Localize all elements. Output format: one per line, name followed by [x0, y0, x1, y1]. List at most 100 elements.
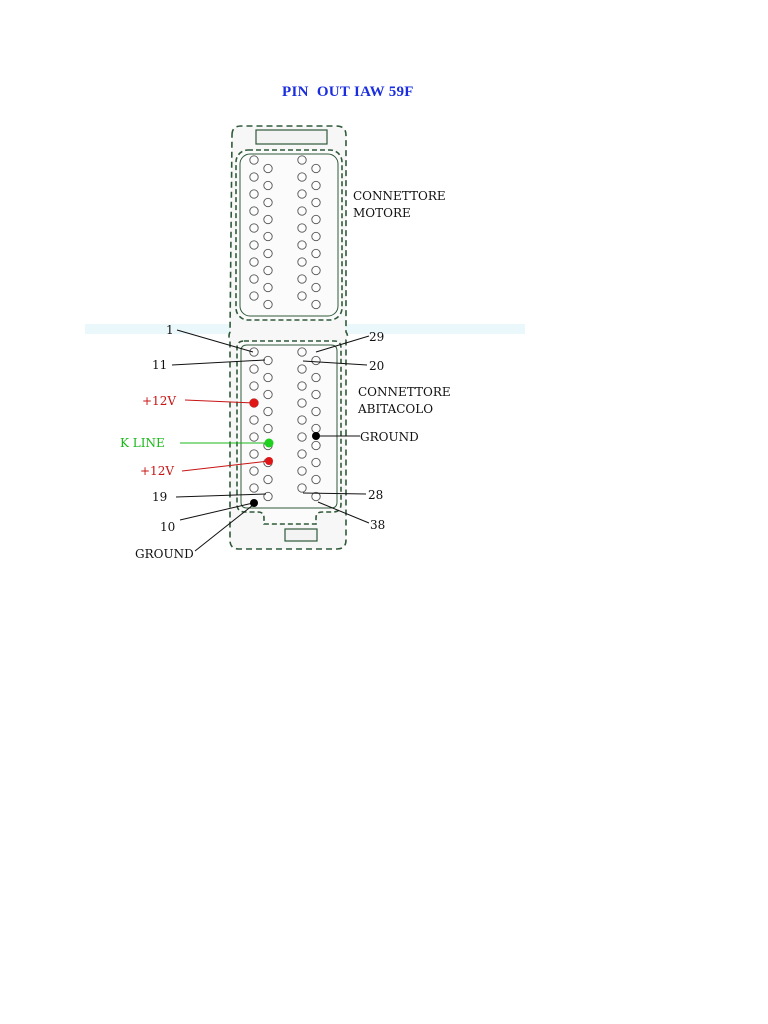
motore-right-pin-a-7 — [297, 274, 307, 284]
motore-right-pin-a-1 — [297, 172, 307, 182]
leader-12v-b — [181, 460, 270, 472]
abitacolo-left-pin-a-8 — [249, 483, 259, 493]
motore-connector-frame — [235, 149, 343, 321]
motore-left-pin-b-5 — [263, 248, 273, 259]
pin-label-1: 1 — [166, 323, 174, 337]
abitacolo-right-pin-b-0 — [311, 355, 321, 366]
motore-left-pin-a-2 — [249, 189, 259, 199]
motore-right-pin-b-5 — [311, 248, 321, 259]
motore-right-pin-a-6 — [297, 257, 307, 267]
signal-label-ground-left: GROUND — [135, 547, 194, 561]
abitacolo-right-pin-b-6 — [311, 457, 321, 468]
motore-right-pin-a-5 — [297, 240, 307, 250]
motore-left-pin-b-1 — [263, 180, 273, 191]
abitacolo-left-pin-b-1 — [263, 372, 273, 383]
motore-right-pin-b-0 — [311, 163, 321, 174]
abitacolo-right-pin-a-2 — [297, 381, 307, 391]
abitacolo-right-pin-b-5 — [311, 440, 321, 451]
abitacolo-right-pin-a-6 — [297, 449, 307, 459]
pin-label-29: 29 — [369, 330, 384, 344]
motore-right-pin-b-3 — [311, 214, 321, 225]
abitacolo-left-pin-b-2 — [263, 389, 273, 400]
motore-left-pin-a-3 — [249, 206, 259, 216]
leader-pin-28 — [302, 492, 367, 495]
abitacolo-left-pin-a-7 — [249, 466, 259, 476]
abitacolo-left-pin-b-0 — [263, 355, 273, 366]
pin-ground-left-dot — [250, 499, 258, 507]
signal-label-kline: K LINE — [120, 436, 165, 450]
abitacolo-right-pin-a-0 — [297, 347, 307, 357]
leader-ground-left — [194, 504, 254, 552]
leader-pin-19 — [175, 493, 267, 498]
pin-label-28: 28 — [368, 488, 383, 502]
pin-array — [249, 155, 321, 502]
abitacolo-right-pin-a-7 — [297, 466, 307, 476]
abitacolo-left-pin-b-7 — [263, 474, 273, 485]
connector-motore-label-line2: MOTORE — [353, 206, 411, 220]
abitacolo-right-pin-a-5 — [297, 432, 307, 442]
pin-12v-a-dot — [249, 398, 259, 408]
pin-kline-dot — [264, 438, 274, 448]
connector-abitacolo-label-line2: ABITACOLO — [357, 402, 433, 416]
motore-left-pin-a-5 — [249, 240, 259, 250]
pin-label-10: 10 — [160, 520, 175, 534]
motore-left-pin-b-0 — [263, 163, 273, 174]
leader-pin-1 — [176, 329, 254, 353]
connector-motore-label-line1: CONNETTORE — [353, 189, 446, 203]
motore-right-pin-a-4 — [297, 223, 307, 233]
motore-right-pin-b-4 — [311, 231, 321, 242]
abitacolo-left-pin-b-3 — [263, 406, 273, 417]
abitacolo-right-pin-a-4 — [297, 415, 307, 425]
abitacolo-left-pin-a-6 — [249, 449, 259, 459]
housing-bottom-tab — [284, 528, 318, 542]
pin-label-11: 11 — [152, 358, 167, 372]
abitacolo-left-pin-a-2 — [249, 381, 259, 391]
abitacolo-right-pin-b-3 — [311, 406, 321, 417]
leader-pin-10 — [179, 502, 254, 521]
abitacolo-right-pin-b-7 — [311, 474, 321, 485]
abitacolo-left-pin-a-4 — [249, 415, 259, 425]
housing-top-tab — [255, 129, 328, 145]
page-title: PIN OUT IAW 59F — [282, 84, 414, 100]
motore-left-pin-a-8 — [249, 291, 259, 301]
motore-right-pin-b-1 — [311, 180, 321, 191]
motore-right-pin-a-8 — [297, 291, 307, 301]
motore-left-pin-b-7 — [263, 282, 273, 293]
abitacolo-left-pin-a-0 — [249, 347, 259, 357]
motore-left-pin-b-2 — [263, 197, 273, 208]
leader-12v-a — [184, 399, 255, 404]
abitacolo-right-pin-a-3 — [297, 398, 307, 408]
abitacolo-right-pin-b-8 — [311, 491, 321, 502]
motore-right-pin-b-7 — [311, 282, 321, 293]
motore-right-pin-a-2 — [297, 189, 307, 199]
abitacolo-right-pin-b-1 — [311, 372, 321, 383]
signal-leader-lines — [180, 399, 270, 472]
motore-left-pin-b-3 — [263, 214, 273, 225]
pin-label-20: 20 — [369, 359, 384, 373]
abitacolo-right-pin-b-4 — [311, 423, 321, 434]
motore-left-pin-b-8 — [263, 299, 273, 310]
motore-left-pin-a-6 — [249, 257, 259, 267]
connector-abitacolo-label-line1: CONNETTORE — [358, 385, 451, 399]
motore-left-pin-a-4 — [249, 223, 259, 233]
motore-left-pin-a-7 — [249, 274, 259, 284]
abitacolo-right-pin-a-8 — [297, 483, 307, 493]
abitacolo-left-pin-a-5 — [249, 432, 259, 442]
leader-pin-29 — [315, 335, 370, 353]
leader-pin-20 — [302, 360, 368, 366]
motore-right-pin-a-0 — [297, 155, 307, 165]
motore-right-pin-b-2 — [311, 197, 321, 208]
leader-lines — [171, 329, 370, 552]
motore-right-pin-a-3 — [297, 206, 307, 216]
motore-left-pin-a-0 — [249, 155, 259, 165]
signal-label-ground-right: GROUND — [360, 430, 419, 444]
pin-12v-b-dot — [265, 457, 273, 465]
abitacolo-left-pin-a-1 — [249, 364, 259, 374]
pin-ground-right-dot — [312, 432, 320, 440]
abitacolo-right-pin-b-2 — [311, 389, 321, 400]
signal-label-12v-a: +12V — [142, 394, 176, 408]
signal-label-12v-b: +12V — [140, 464, 174, 478]
pin-label-19: 19 — [152, 490, 167, 504]
abitacolo-right-pin-a-1 — [297, 364, 307, 374]
